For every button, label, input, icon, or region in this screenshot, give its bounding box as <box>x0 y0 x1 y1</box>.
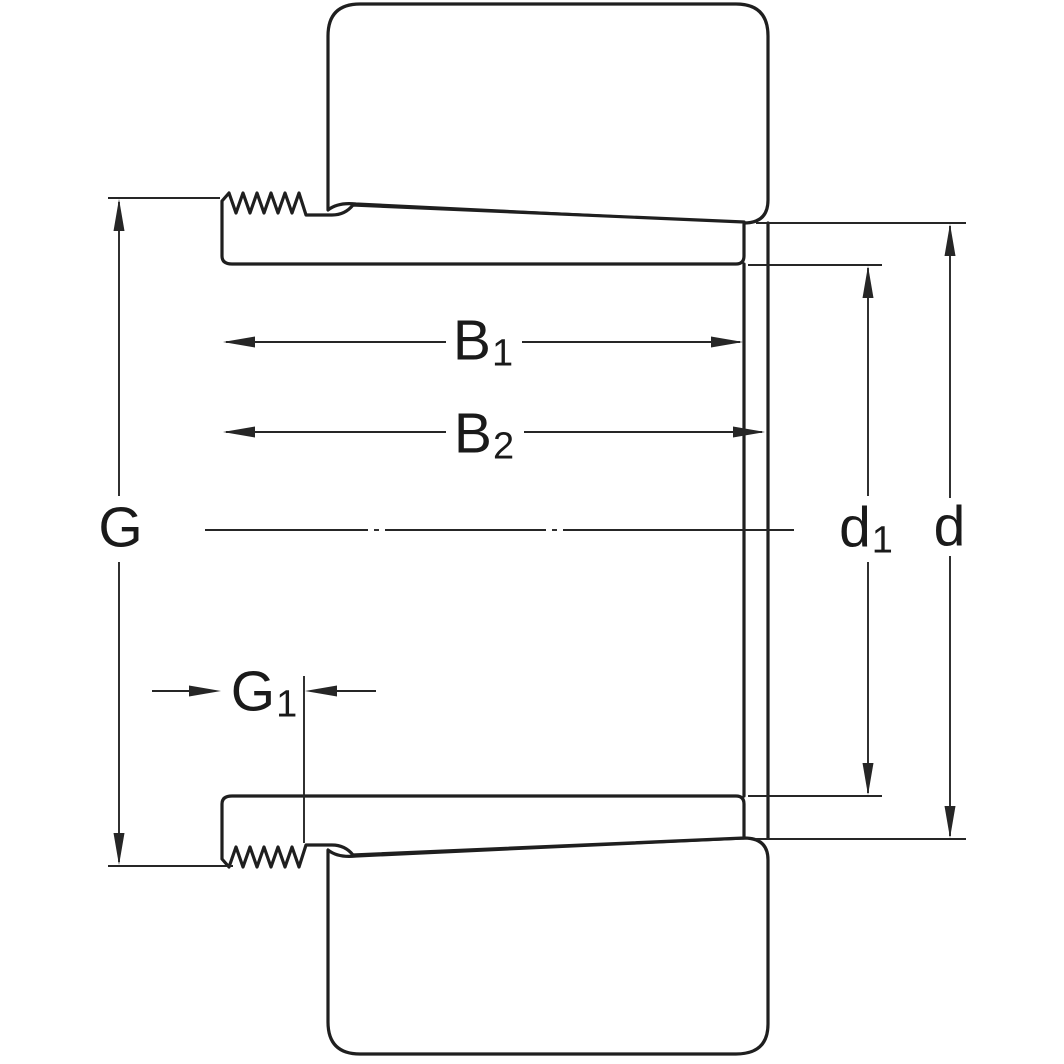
dim-label-g: G <box>98 495 143 560</box>
dim-label-d-main: d <box>933 494 966 559</box>
bearing-ring-bottom <box>326 836 770 1056</box>
bearing-ring-top <box>326 2 770 225</box>
dim-label-b1: B 1 <box>452 308 514 375</box>
dim-label-d: d <box>933 494 967 559</box>
dim-label-d1-main: d <box>839 495 871 560</box>
sleeve-section-top <box>220 191 746 266</box>
dim-g1 <box>152 676 376 843</box>
dim-label-b2-main: B <box>453 401 492 466</box>
dim-label-b2: B 2 <box>453 401 515 468</box>
dim-label-g1-main: G <box>230 659 276 724</box>
dim-label-b1-sub: 1 <box>491 332 514 375</box>
sleeve-section-bottom-highlight <box>220 794 746 869</box>
dim-label-g-main: G <box>98 495 143 560</box>
dim-label-d1-sub: 1 <box>871 519 893 562</box>
dim-label-d1: d 1 <box>839 495 893 562</box>
dim-label-g1-sub: 1 <box>276 683 298 726</box>
dim-b2 <box>223 426 765 438</box>
dim-label-g1: G 1 <box>230 659 298 726</box>
dim-b1 <box>223 336 743 348</box>
dim-g <box>108 197 233 867</box>
dim-d1 <box>748 264 882 797</box>
dim-label-b1-main: B <box>452 308 491 373</box>
dim-d <box>756 222 966 840</box>
dim-label-b2-sub: 2 <box>492 425 515 468</box>
